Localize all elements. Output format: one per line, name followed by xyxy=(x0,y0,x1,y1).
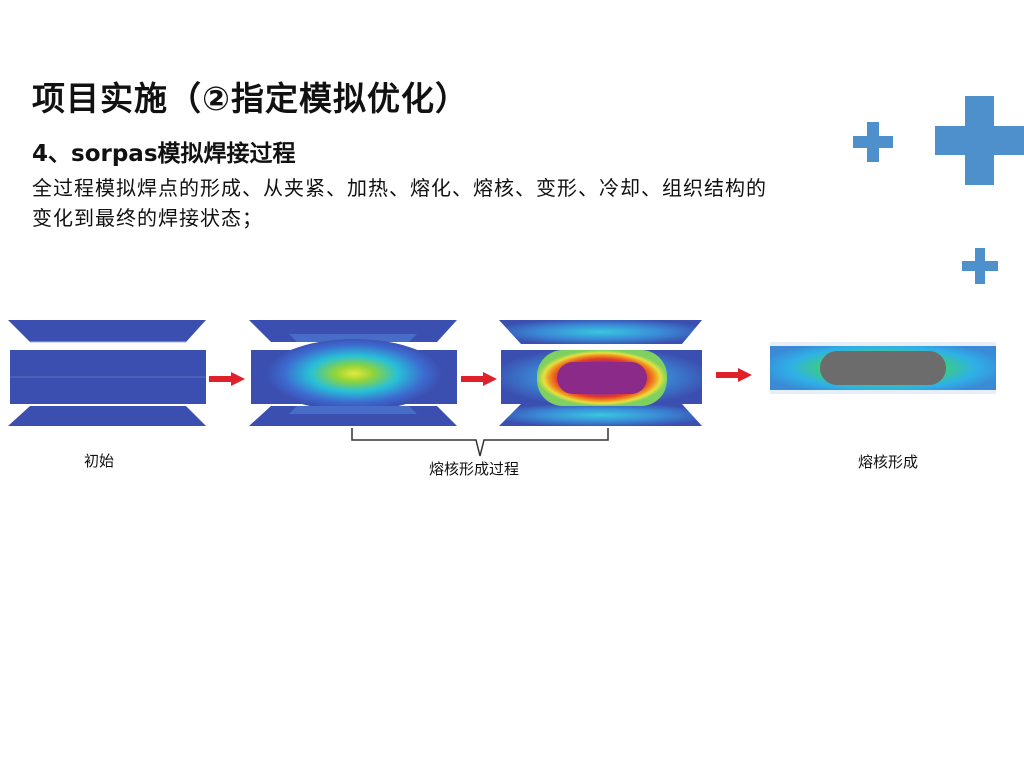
description-line: 全过程模拟焊点的形成、从夹紧、加热、熔化、熔核、变形、冷却、组织结构的 xyxy=(32,176,767,200)
plus-icon xyxy=(962,248,998,284)
arrow-right-icon xyxy=(716,368,752,382)
caption-nugget-formed: 熔核形成 xyxy=(858,453,919,471)
brace-bracket xyxy=(350,426,610,462)
description-line: 变化到最终的焊接状态； xyxy=(32,206,263,230)
plus-icon xyxy=(935,96,1024,185)
plus-icon xyxy=(853,122,893,162)
simulation-frame-melting xyxy=(499,320,704,428)
arrow-right-icon xyxy=(461,372,497,386)
caption-initial: 初始 xyxy=(84,452,115,470)
simulation-frame-nugget xyxy=(766,320,1000,426)
simulation-frame-initial xyxy=(8,320,208,428)
page-title: 项目实施（②指定模拟优化） xyxy=(32,79,469,118)
caption-nugget-process: 熔核形成过程 xyxy=(429,460,520,478)
arrow-right-icon xyxy=(209,372,245,386)
description: 全过程模拟焊点的形成、从夹紧、加热、熔化、熔核、变形、冷却、组织结构的 变化到最… xyxy=(32,173,767,233)
section-subtitle: 4、sorpas模拟焊接过程 xyxy=(32,141,296,167)
simulation-frame-heating xyxy=(249,320,459,428)
